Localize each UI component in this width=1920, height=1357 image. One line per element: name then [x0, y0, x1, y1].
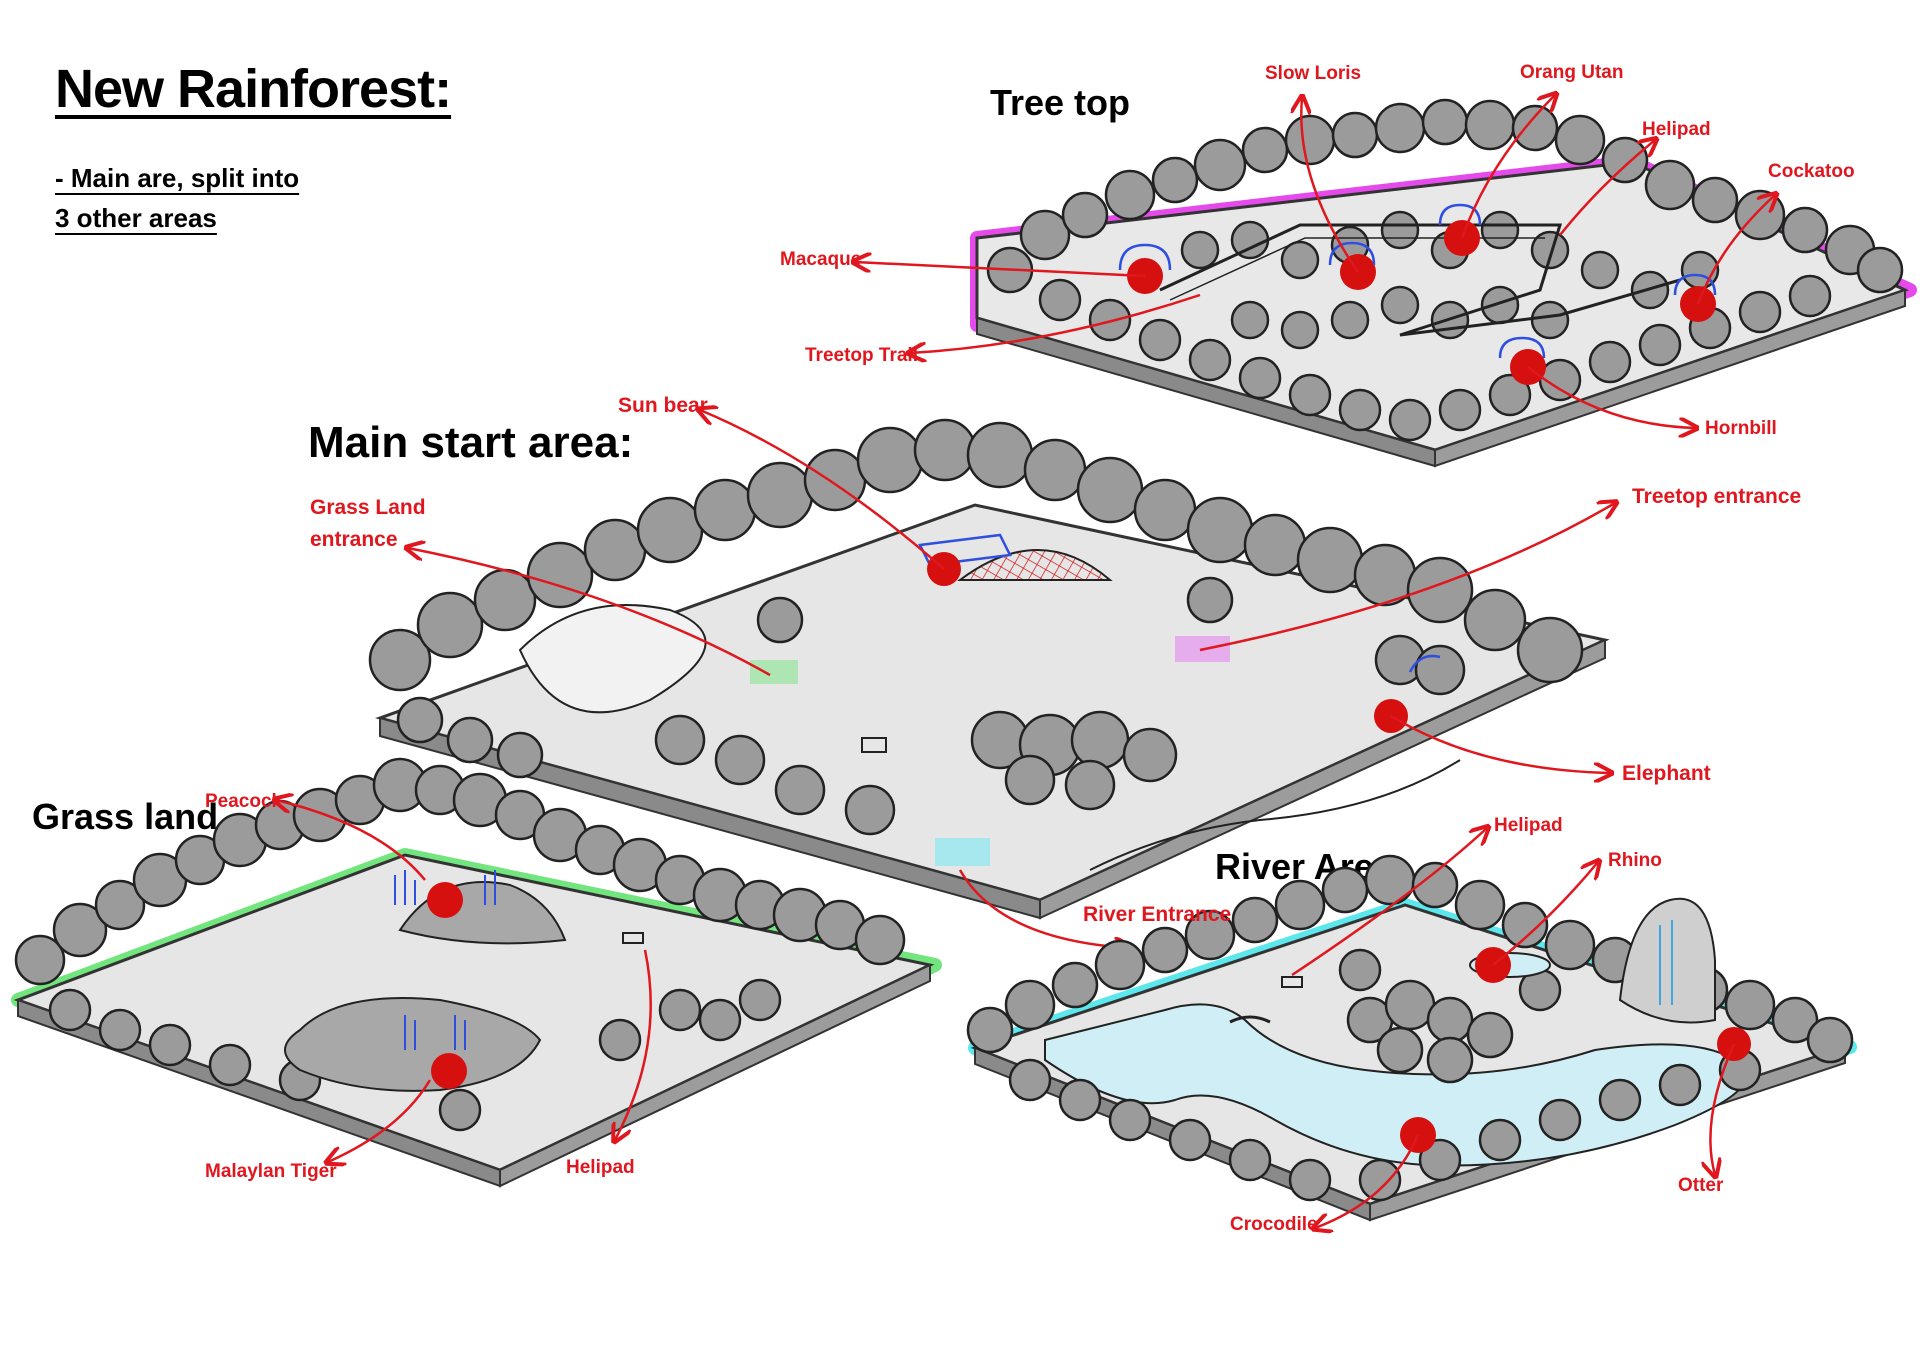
label-crocodile: Crocodile: [1230, 1214, 1318, 1235]
grass-land-arrows: [276, 800, 652, 1162]
label-rhino: Rhino: [1608, 850, 1662, 871]
label-peacock: Peacock: [205, 791, 283, 812]
grass-land-helipad: [622, 932, 644, 944]
river-area-arrows: [1291, 828, 1736, 1228]
main-start-arrows: [408, 410, 1615, 948]
label-macaque: Macaque: [780, 249, 862, 270]
label-cockatoo: Cockatoo: [1768, 161, 1855, 182]
page-subtitle: - Main are, split into 3 other areas: [55, 158, 299, 238]
label-tree-top-helipad: Helipad: [1642, 119, 1711, 140]
tree-top-trees: [986, 98, 1904, 442]
label-treetop-entrance: Treetop entrance: [1632, 485, 1802, 508]
label-hornbill: Hornbill: [1705, 418, 1777, 439]
grass-land-title: Grass land: [32, 796, 219, 837]
main-start-trees: [368, 418, 1584, 836]
grass-land-area: [11, 757, 942, 1188]
tree-top-arrows: [855, 95, 1775, 428]
waterfall-rock: [1618, 897, 1716, 1024]
label-otter: Otter: [1678, 1175, 1724, 1196]
river-bridge: [1229, 1015, 1271, 1024]
sun-bear-rock: [956, 549, 1113, 581]
grass-land-markers: [427, 882, 467, 1089]
river-area-trees: [966, 854, 1854, 1202]
river-entrance-pad: [935, 838, 990, 866]
main-start-area: [368, 410, 1615, 948]
label-river-helipad: Helipad: [1494, 815, 1563, 836]
tree-top-area: [855, 95, 1917, 468]
grass-land-entrance-pad: [750, 660, 798, 684]
river-helipad: [1281, 976, 1303, 988]
main-start-area-title: Main start area:: [308, 418, 634, 467]
label-grass-land-entrance: Grass Land entrance: [310, 492, 426, 556]
river-area: [966, 828, 1857, 1228]
label-slow-loris: Slow Loris: [1265, 63, 1362, 84]
grass-land-pond: [284, 997, 542, 1092]
tree-top-title: Tree top: [990, 82, 1131, 123]
main-helipad: [861, 737, 887, 753]
subtitle-line-1: - Main are, split into: [55, 163, 300, 193]
subtitle-line-2: 3 other areas: [55, 203, 217, 233]
label-treetop-trail: Treetop Trail: [805, 345, 918, 366]
page-title: New Rainforest:: [55, 59, 452, 119]
label-river-entrance: River Entrance: [1083, 903, 1232, 926]
label-grass-land-entrance-line-2: entrance: [310, 528, 398, 551]
label-sun-bear: Sun bear: [618, 394, 708, 417]
treetop-trail-path: [1159, 223, 1681, 337]
label-orang-utan: Orang Utan: [1520, 62, 1624, 83]
label-malaylan-tiger: Malaylan Tiger: [205, 1161, 337, 1182]
label-elephant: Elephant: [1622, 762, 1711, 785]
label-grass-land-helipad: Helipad: [566, 1157, 635, 1178]
label-grass-land-entrance-line-1: Grass Land: [310, 496, 426, 519]
